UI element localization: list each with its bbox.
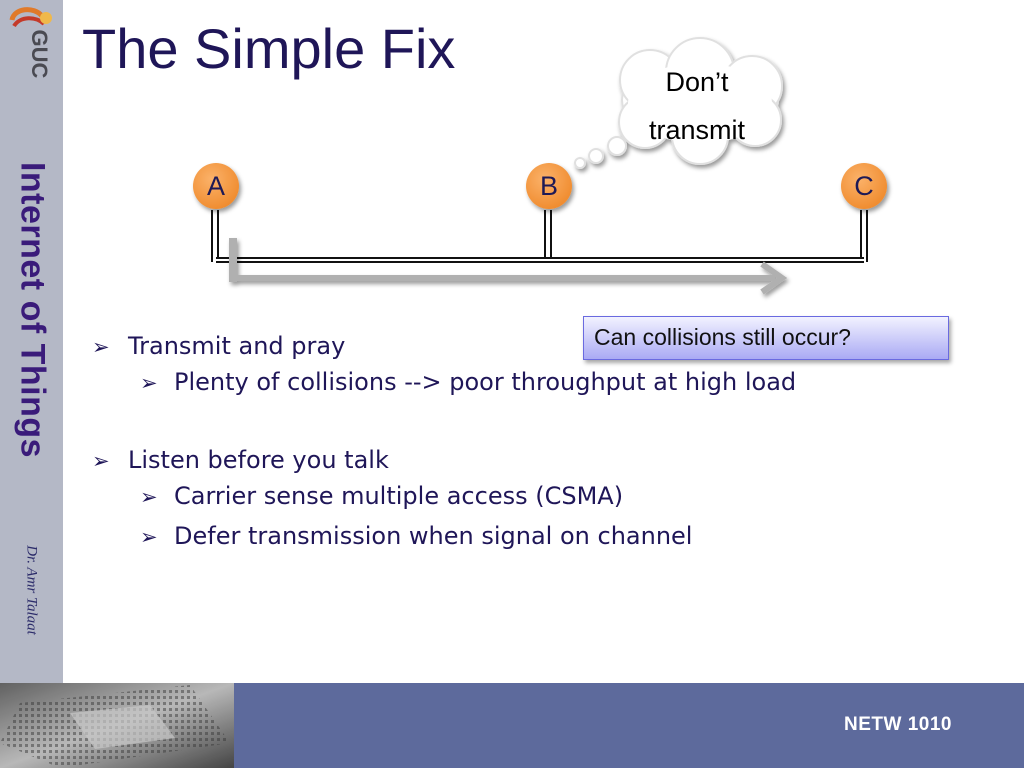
bullet-item: ➢ Listen before you talk [90, 442, 920, 478]
bullet-text: Listen before you talk [128, 446, 389, 474]
sub-bullet-item: ➢ Defer transmission when signal on chan… [90, 518, 920, 554]
arrowhead-bullet-icon: ➢ [92, 335, 110, 359]
guc-logo-icon: GUC [9, 7, 52, 79]
thought-bubble [574, 37, 783, 169]
thought-line-1: Don’t [665, 67, 729, 97]
sidebar: GUC Internet of Things Dr. Amr Talaat [0, 0, 63, 683]
circuit-board-image [0, 683, 234, 768]
node-c [841, 163, 887, 209]
sub-bullet-text: Defer transmission when signal on channe… [174, 522, 693, 550]
sub-bullet-item: ➢ Carrier sense multiple access (CSMA) [90, 478, 920, 514]
bullet-text: Transmit and pray [128, 332, 346, 360]
slide-title: The Simple Fix [82, 17, 456, 80]
arrowhead-bullet-icon: ➢ [140, 371, 158, 395]
course-code: NETW 1010 [844, 714, 952, 735]
node-label-a: A [206, 171, 225, 201]
sub-bullet-text: Carrier sense multiple access (CSMA) [174, 482, 624, 510]
sub-bullet-item: ➢ Plenty of collisions --> poor throughp… [90, 364, 920, 400]
bullet-item: ➢ Transmit and pray [90, 328, 920, 364]
logo-text: GUC [27, 30, 52, 79]
thought-bubble-text: Don’t transmit [624, 58, 770, 154]
bullet-list: ➢ Transmit and pray ➢ Plenty of collisio… [90, 328, 920, 554]
arrowhead-bullet-icon: ➢ [92, 449, 110, 473]
node-a [193, 163, 239, 209]
bus-line [211, 210, 868, 263]
collision-callout: Can collisions still occur? [583, 316, 949, 360]
arrowhead-bullet-icon: ➢ [140, 485, 158, 509]
node-b [526, 163, 572, 209]
footer-bar: NETW 1010 [0, 683, 1024, 768]
propagation-arrow [229, 238, 788, 295]
thought-line-2: transmit [648, 115, 746, 145]
network-diagram [193, 37, 887, 295]
sub-bullet-text: Plenty of collisions --> poor throughput… [174, 368, 797, 396]
arrowhead-bullet-icon: ➢ [140, 525, 158, 549]
node-label-b: B [539, 171, 558, 201]
node-label-c: C [854, 171, 874, 201]
